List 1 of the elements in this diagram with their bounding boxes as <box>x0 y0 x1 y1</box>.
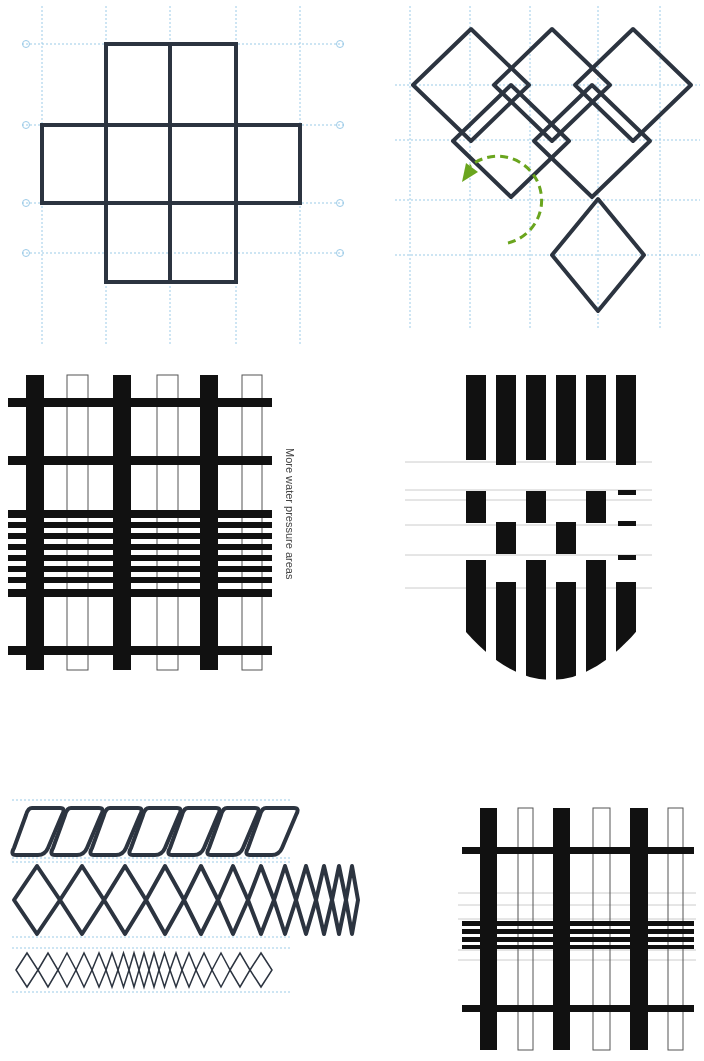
side-label: More water pressure areas <box>284 448 296 580</box>
